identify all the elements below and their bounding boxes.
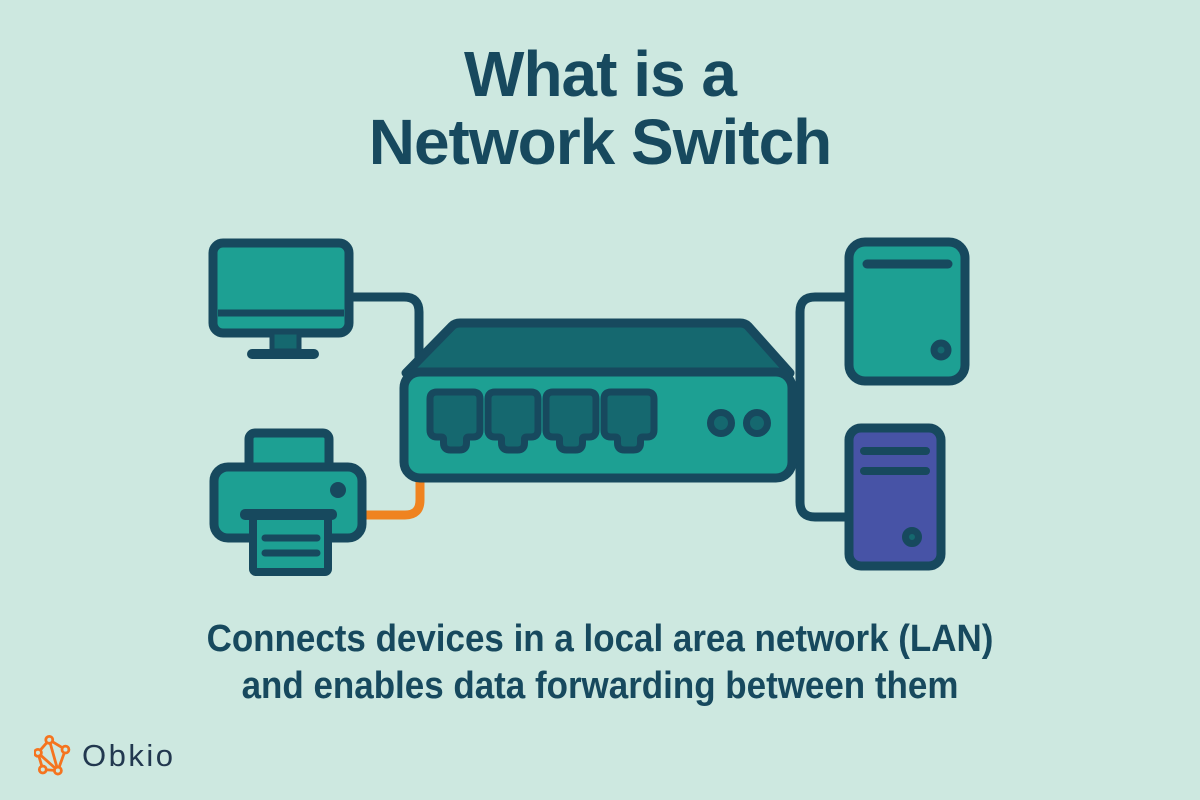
- cable-monitor-to-switch: [348, 292, 424, 372]
- printer-paper-sheet: [249, 510, 332, 576]
- printer-status-button: [330, 482, 346, 498]
- desktop-power-button: [930, 339, 952, 361]
- cable-printer-to-switch: [361, 470, 425, 520]
- monitor-stand-base: [247, 349, 319, 359]
- page-title-line1: What is a: [464, 38, 737, 110]
- description-text: Connects devices in a local area network…: [48, 616, 1152, 710]
- page-title: What is a Network Switch: [0, 40, 1200, 176]
- monitor-screen: [208, 238, 354, 338]
- obkio-logo-text: Obkio: [82, 737, 176, 773]
- monitor-icon: [208, 238, 354, 359]
- switch-top-face: [401, 318, 795, 378]
- server-power-button: [902, 527, 922, 547]
- obkio-network-mesh-icon: [34, 735, 71, 776]
- desktop-device-icon: [844, 237, 970, 386]
- printer-output-slot: [240, 509, 337, 520]
- monitor-stand-neck: [269, 329, 302, 354]
- server-tower-icon: [844, 423, 946, 571]
- network-switch-icon: [399, 318, 797, 483]
- obkio-logo: Obkio: [34, 735, 175, 776]
- description-line2: and enables data forwarding between them: [241, 665, 959, 707]
- switch-led-icon: [743, 409, 771, 437]
- page-title-line2: Network Switch: [368, 106, 833, 178]
- switch-led-icon: [707, 409, 735, 437]
- printer-icon: [209, 428, 367, 576]
- description-line1: Connects devices in a local area network…: [206, 618, 994, 660]
- cable-switch-to-right-devices: [795, 292, 850, 522]
